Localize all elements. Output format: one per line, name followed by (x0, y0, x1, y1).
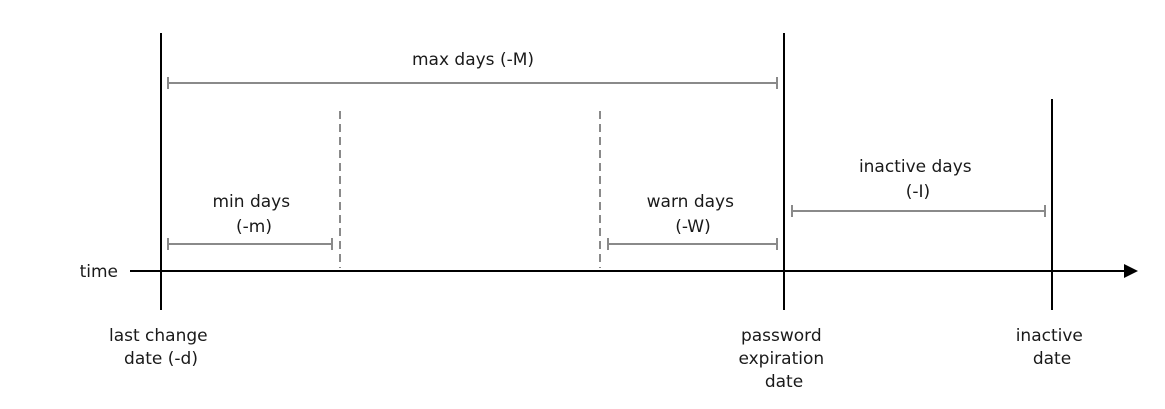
warn-days-span (607, 238, 778, 250)
max-days-span (167, 77, 778, 89)
time-axis-label: time (80, 262, 118, 282)
warn-days-label: warn days (-W) (647, 192, 740, 237)
last-change-date-label: last change date (-d) (109, 326, 213, 369)
inactive-date-label: inactive date (1016, 326, 1089, 369)
time-axis-arrowhead (1124, 264, 1138, 278)
inactive-days-span (791, 205, 1046, 217)
inactive-days-label: inactive days (-I) (859, 157, 977, 202)
min-days-label: min days (-m) (213, 192, 296, 237)
min-days-span (167, 238, 333, 250)
password-expiration-date-label: password expiration date (738, 326, 829, 392)
max-days-label: max days (-M) (412, 50, 534, 70)
